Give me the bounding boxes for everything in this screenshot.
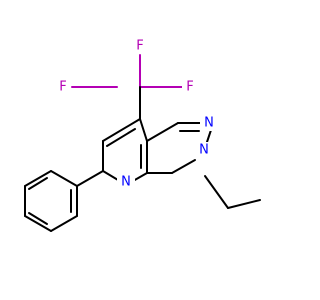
trifluoromethyl-group <box>71 54 183 120</box>
bond-n7-c7a <box>132 172 148 182</box>
bond-c6-phenyl <box>76 170 104 187</box>
fluorine-label-right: F <box>186 80 193 95</box>
bond-ph-3-inner <box>28 212 48 225</box>
bond-n1-ch2 <box>204 175 229 209</box>
fluorine-label-top: F <box>136 39 143 54</box>
nitrogen-label-n2: N <box>204 116 214 131</box>
pyridine-ring <box>102 118 148 182</box>
bond-ph-3 <box>24 215 52 232</box>
bond-ch2-ch3 <box>227 199 261 209</box>
bond-c4-c5 <box>102 118 141 142</box>
nitrogen-label-pyridine: N <box>121 175 131 190</box>
atom-labels: F F F N N N <box>55 38 218 190</box>
bond-n2-n1 <box>206 129 212 143</box>
bond-n1-c7a-segment <box>171 159 196 174</box>
nitrogen-label-n1: N <box>199 143 209 158</box>
bond-ph-5 <box>24 170 52 187</box>
fluorine-label-left: F <box>59 80 66 95</box>
bond-ph-5-inner <box>28 177 48 190</box>
pyrazole-ring <box>146 122 212 174</box>
bond-c3a-c4 <box>139 118 148 142</box>
bond-ph-2 <box>50 215 78 232</box>
ethyl-group <box>204 175 261 209</box>
bond-ph-6 <box>50 170 78 187</box>
phenyl-ring <box>24 170 104 232</box>
bond-c4-c5-double <box>106 128 136 147</box>
bond-c6-n7 <box>102 170 119 181</box>
molecule-structure: F F F N N N <box>24 38 261 232</box>
bond-c3a-c3 <box>146 122 179 142</box>
